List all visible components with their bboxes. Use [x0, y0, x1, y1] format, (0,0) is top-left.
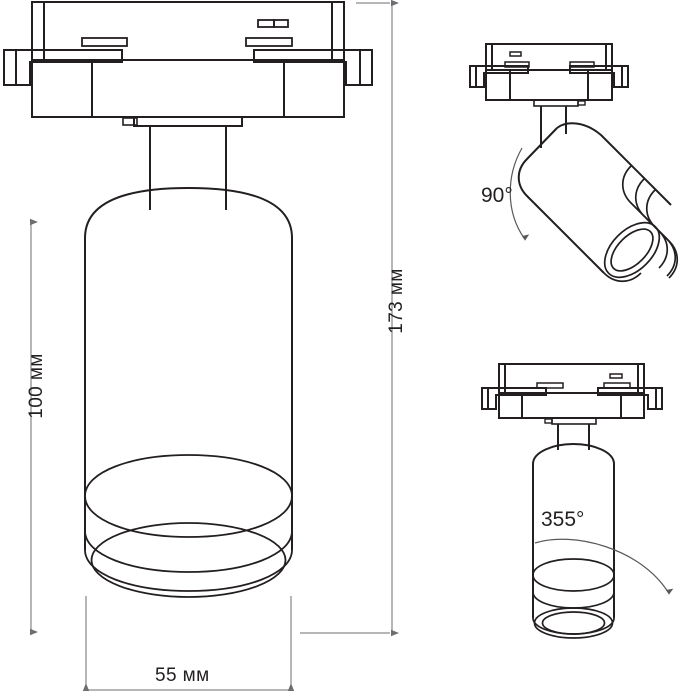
mounting-boss [122, 116, 243, 127]
tilt-track-contact-slots [504, 51, 595, 68]
view-tilt-90 [469, 43, 679, 283]
adapter-wing-right [253, 49, 373, 86]
tilt-lamp-body [517, 122, 672, 274]
dimension-label-total-height: 173 мм [385, 268, 407, 334]
pan-track-contact-slots [536, 373, 631, 389]
tilt-track-adapter-lower-block [485, 70, 613, 101]
track-adapter-top-slab [31, 1, 345, 61]
pan-adapter-wing-right [597, 387, 663, 410]
tilt-rotation-arc [509, 147, 530, 241]
rotation-label-pan: 355° [541, 508, 585, 531]
dimension-label-body-height: 100 мм [25, 353, 47, 419]
pan-stem [557, 424, 590, 450]
lamp-body [84, 186, 293, 550]
view-front-elevation [3, 1, 373, 598]
tilt-adapter-wing-left [469, 65, 529, 88]
tilt-mounting-boss [533, 99, 586, 107]
tilt-adapter-wing-right [569, 65, 629, 88]
pan-bezel-rings [532, 558, 615, 639]
pan-rotation-arc [534, 538, 674, 595]
tilt-bezel-rings [603, 165, 679, 283]
track-adapter-lower-block [31, 59, 345, 118]
tilt-stem [540, 106, 567, 148]
rotation-label-tilt: 90° [481, 184, 513, 207]
pan-adapter-wing-left [481, 387, 547, 410]
dimension-label-diameter: 55 мм [155, 665, 210, 686]
dimension-lines [30, 0, 399, 691]
adapter-wing-left [3, 49, 123, 86]
stem [149, 126, 227, 210]
bezel-rings [84, 454, 293, 598]
pan-track-adapter-lower-block [498, 393, 645, 419]
track-contact-slots [81, 19, 293, 47]
view-pan-355 [481, 363, 663, 639]
pan-mounting-boss [544, 417, 597, 425]
